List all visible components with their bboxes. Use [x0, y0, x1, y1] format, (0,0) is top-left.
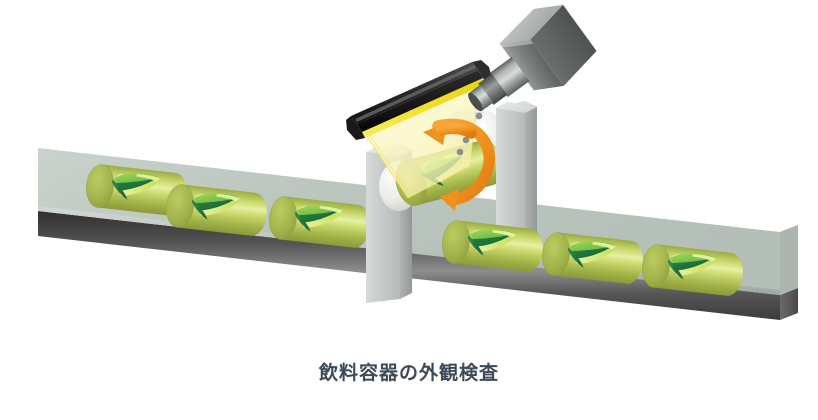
inspection-system-illustration: [38, 4, 798, 320]
light-beam: [363, 77, 480, 199]
conveyor-end-face: [780, 225, 798, 295]
page-caption: 飲料容器の外観検査: [318, 362, 499, 384]
support-post-right: [496, 101, 537, 261]
rotation-arrow-icon: [423, 118, 495, 211]
bar-light-icon: [346, 60, 492, 140]
conveyor-rail-end: [780, 288, 798, 320]
camera-icon: [468, 4, 597, 112]
